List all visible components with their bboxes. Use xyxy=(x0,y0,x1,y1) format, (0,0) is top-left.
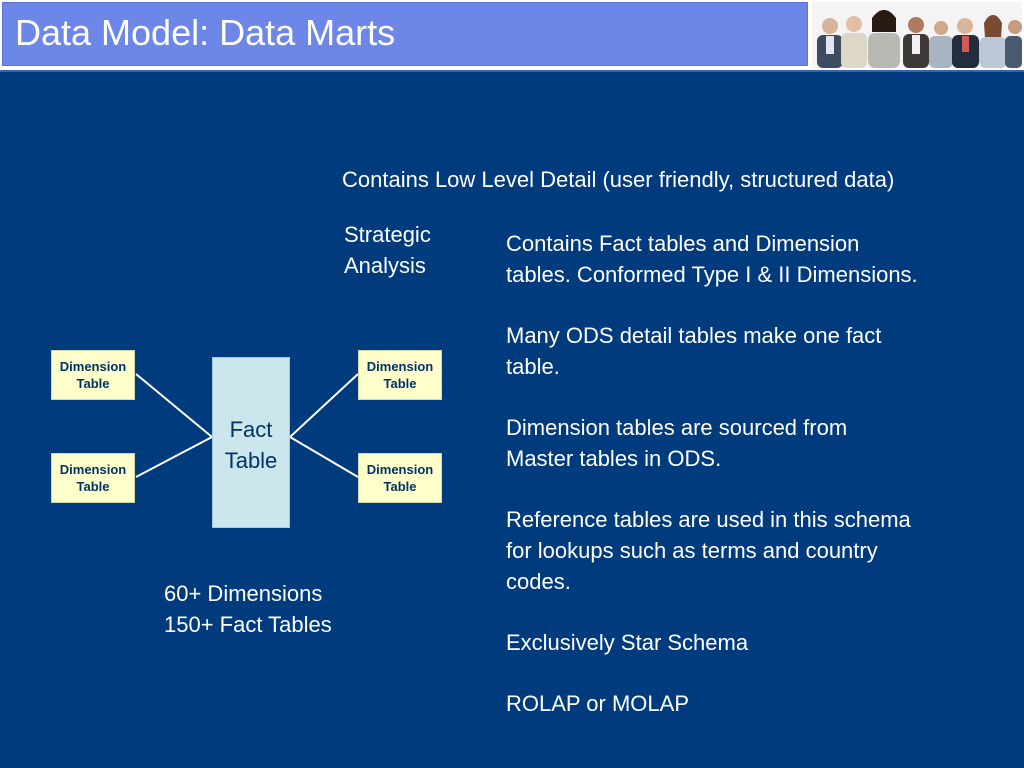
dimension-count: 60+ Dimensions xyxy=(164,581,323,606)
fact-table-box: Fact Table xyxy=(212,357,290,528)
description-line: Exclusively Star Schema xyxy=(506,630,749,655)
description-line: for lookups such as terms and country xyxy=(506,538,878,563)
description-line: Master tables in ODS. xyxy=(506,446,722,471)
dimension-table-box: Dimension Table xyxy=(358,453,442,503)
description-line: tables. Conformed Type I & II Dimensions… xyxy=(506,262,918,287)
description-line: Many ODS detail tables make one fact xyxy=(506,323,882,348)
ods-detail-point: Many ODS detail tables make one fact tab… xyxy=(506,320,918,382)
connector-line xyxy=(289,373,359,438)
dimension-label: Dimension xyxy=(59,359,127,374)
olap-point: ROLAP or MOLAP xyxy=(506,688,918,719)
description-line: ROLAP or MOLAP xyxy=(506,691,689,716)
dimension-table-box: Dimension Table xyxy=(51,350,135,400)
title-bar: Data Model: Data Marts xyxy=(2,2,808,66)
dimension-table-box: Dimension Table xyxy=(51,453,135,503)
dimension-label: Table xyxy=(383,479,417,494)
header-divider xyxy=(0,70,1024,72)
fact-table-count: 150+ Fact Tables xyxy=(164,612,332,637)
dimension-label: Dimension xyxy=(366,359,434,374)
strategic-line-2: Analysis xyxy=(344,253,426,278)
connector-line xyxy=(289,436,359,478)
description-line: codes. xyxy=(506,569,571,594)
low-level-detail-note: Contains Low Level Detail (user friendly… xyxy=(342,167,895,192)
fact-dimension-point: Contains Fact tables and Dimension table… xyxy=(506,228,918,290)
dimension-label: Table xyxy=(76,479,110,494)
data-mart-stats: 60+ Dimensions 150+ Fact Tables xyxy=(164,578,332,640)
strategic-line-1: Strategic xyxy=(344,222,431,247)
slide-title: Data Model: Data Marts xyxy=(15,12,396,53)
description-line: Contains Fact tables and Dimension xyxy=(506,231,860,256)
business-people-photo xyxy=(812,2,1022,68)
description-line: Dimension tables are sourced from xyxy=(506,415,848,440)
dimension-source-point: Dimension tables are sourced from Master… xyxy=(506,412,918,474)
description-line: table. xyxy=(506,354,560,379)
dimension-label: Table xyxy=(76,376,110,391)
dimension-label: Dimension xyxy=(366,462,434,477)
reference-tables-point: Reference tables are used in this schema… xyxy=(506,504,918,597)
description-line: Reference tables are used in this schema xyxy=(506,507,911,532)
strategic-analysis-label: Strategic Analysis xyxy=(344,219,431,281)
fact-label: Table xyxy=(224,448,278,473)
connector-line xyxy=(135,436,213,478)
slide-header: Data Model: Data Marts xyxy=(0,0,1024,70)
dimension-label: Table xyxy=(383,376,417,391)
dimension-label: Dimension xyxy=(59,462,127,477)
fact-label: Fact xyxy=(229,417,273,442)
connector-line xyxy=(135,373,213,438)
data-mart-description: Contains Fact tables and Dimension table… xyxy=(506,228,918,749)
star-schema-point: Exclusively Star Schema xyxy=(506,627,918,658)
dimension-table-box: Dimension Table xyxy=(358,350,442,400)
